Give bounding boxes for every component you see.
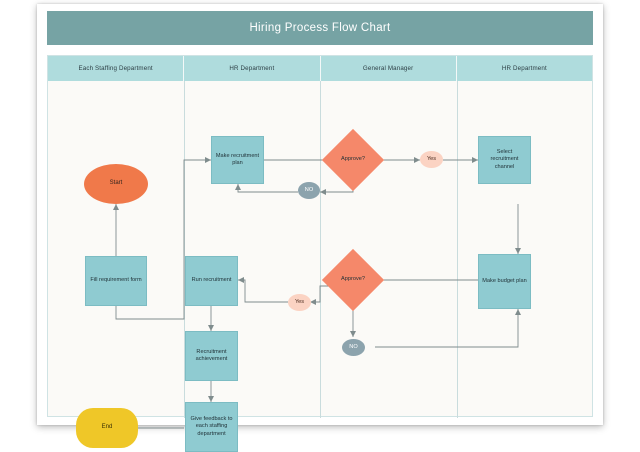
page-title: Hiring Process Flow Chart [249,22,391,34]
swimlane-header-hr-department-2[interactable]: HR Department [457,56,592,81]
node-label: Approve? [341,276,365,283]
node-label: NO [304,186,314,193]
node-label: End [101,424,113,431]
swimlane-divider-2 [320,81,321,418]
swimlane-header-each-staffing-department[interactable]: Each Staffing Department [48,56,185,81]
swimlane-header-row: Each Staffing Department HR Department G… [48,56,592,81]
node-give-feedback[interactable]: Give feedback to each staffing departmen… [185,402,238,452]
node-approve-decision-2[interactable]: Approve? [321,248,385,312]
node-no-1[interactable]: NO [298,182,320,199]
diagram-title-bar: Hiring Process Flow Chart [47,11,593,45]
node-label: Make budget plan [482,277,527,284]
node-label: Run recruitment [191,277,232,284]
swimlane-label: Each Staffing Department [78,65,153,72]
node-approve-decision-1[interactable]: Approve? [321,128,385,192]
node-no-2[interactable]: NO [342,339,365,356]
node-label: Yes [426,155,437,162]
swimlane-divider-3 [457,81,458,418]
swimlane-label: HR Department [501,65,547,72]
node-label: Recruitment achievement [195,348,228,362]
node-start[interactable]: Start [84,164,148,204]
node-label: Make recruitment plan [215,152,260,166]
swimlane-divider-1 [184,81,185,418]
node-label: Approve? [341,156,365,163]
node-label: Fill requirement form [90,277,142,284]
node-label: Select recruitment channel [490,148,519,170]
node-recruitment-achievement[interactable]: Recruitment achievement [185,331,238,381]
node-make-recruitment-plan[interactable]: Make recruitment plan [211,136,264,184]
node-fill-requirement-form[interactable]: Fill requirement form [85,256,147,306]
node-select-recruitment-channel[interactable]: Select recruitment channel [478,136,531,184]
swimlane-label: General Manager [362,65,414,72]
swimlane-label: HR Department [229,65,275,72]
node-yes-2[interactable]: Yes [288,294,311,311]
diagram-canvas[interactable]: Each Staffing Department HR Department G… [47,55,593,452]
node-label: Start [109,180,123,187]
node-label: NO [349,343,358,350]
node-label: Yes [294,298,305,305]
node-run-recruitment[interactable]: Run recruitment [185,256,238,306]
node-make-budget-plan[interactable]: Make budget plan [478,254,531,309]
connector-layer [113,157,521,431]
screenshot-root: Hiring Process Flow Chart Each Staffing … [47,11,593,452]
swimlane-header-general-manager[interactable]: General Manager [321,56,457,81]
node-yes-1[interactable]: Yes [420,151,443,168]
node-label: Give feedback to each staffing departmen… [190,415,233,437]
swimlane-header-hr-department-1[interactable]: HR Department [184,56,321,81]
node-end[interactable]: End [76,408,138,448]
